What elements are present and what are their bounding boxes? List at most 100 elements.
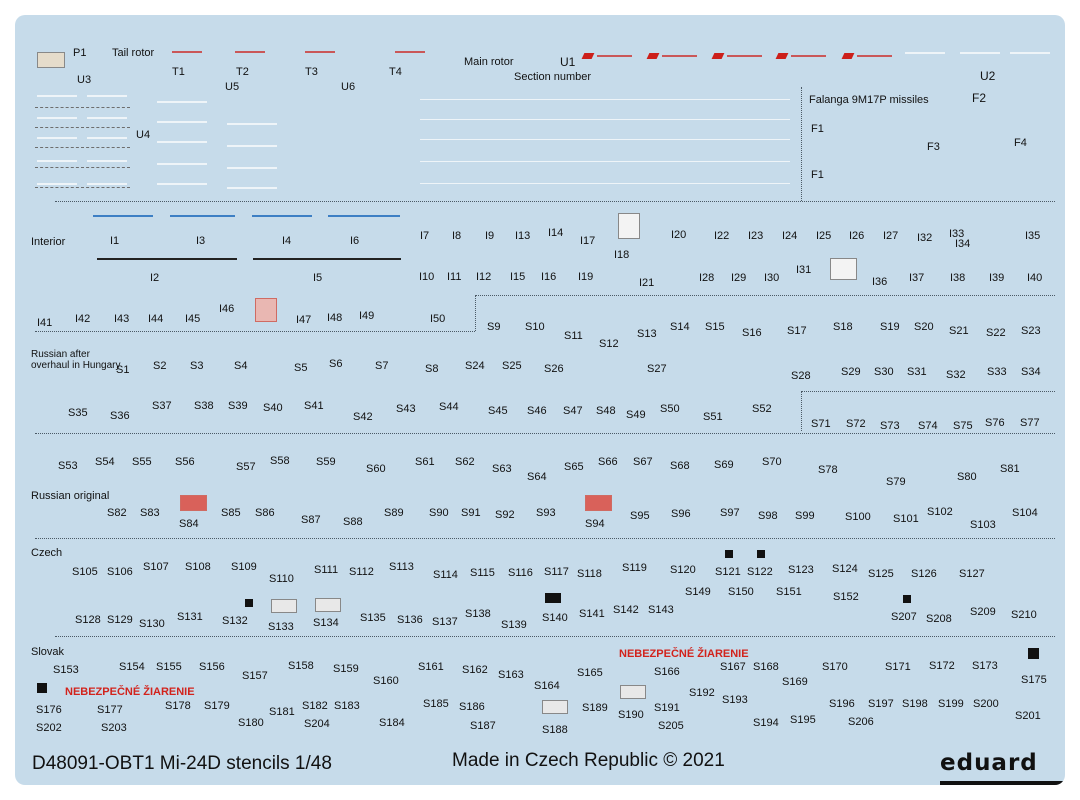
decal-label: S20 (914, 321, 934, 333)
decal-label: I42 (75, 313, 91, 325)
decal-label: S65 (564, 461, 584, 473)
decal-label: S81 (1000, 463, 1020, 475)
decal-label: I3 (196, 235, 206, 247)
decal-label: U3 (77, 74, 92, 86)
decal-label: S2 (153, 360, 167, 372)
decal-label: I15 (510, 271, 526, 283)
decal-label: S101 (893, 513, 919, 525)
stencil-u6a (227, 123, 277, 125)
s133-panel (271, 599, 297, 613)
decal-label: S32 (946, 369, 966, 381)
decal-label: S78 (818, 464, 838, 476)
decal-label: S197 (868, 698, 894, 710)
tail-rotor-header: Tail rotor (112, 47, 155, 59)
i4-line (252, 215, 312, 217)
divider-s52-vert (801, 391, 802, 431)
decal-label: S7 (375, 360, 389, 372)
decal-label: S62 (455, 456, 475, 468)
decal-label: F1 (811, 169, 824, 181)
decal-label: S36 (110, 410, 130, 422)
decal-label: I49 (359, 310, 375, 322)
decal-label: S126 (911, 568, 937, 580)
decal-label: S45 (488, 405, 508, 417)
decal-label: S50 (660, 403, 680, 415)
decal-label: S9 (487, 321, 501, 333)
stencil-u4a (37, 117, 77, 119)
decal-label: S64 (527, 471, 547, 483)
decal-label: I20 (671, 229, 687, 241)
decal-label: S79 (886, 476, 906, 488)
decal-label: S172 (929, 660, 955, 672)
decal-label: S152 (833, 591, 859, 603)
decal-label: I47 (296, 314, 312, 326)
russian-hungary-header-2: overhaul in Hungary (31, 360, 121, 371)
decal-label: I44 (148, 313, 164, 325)
decal-label: S150 (728, 586, 754, 598)
decal-label: S98 (758, 510, 778, 522)
s132-black-square (245, 599, 253, 607)
i36-placard (830, 258, 857, 280)
decal-label: S130 (139, 618, 165, 630)
decal-label: I35 (1025, 230, 1041, 242)
decal-label: S190 (618, 709, 644, 721)
decal-label: S170 (822, 661, 848, 673)
decal-label: I23 (748, 230, 764, 242)
decal-label: S63 (492, 463, 512, 475)
decal-label: S125 (868, 568, 894, 580)
s190-panel (620, 685, 646, 699)
decal-label: S73 (880, 420, 900, 432)
decal-label: S67 (633, 456, 653, 468)
stencil-u5e (157, 183, 207, 185)
decal-label: I27 (883, 230, 899, 242)
decal-label: S33 (987, 366, 1007, 378)
stencil-u6c (227, 167, 277, 169)
decal-label: S21 (949, 325, 969, 337)
divider-interior-bottom (35, 331, 475, 332)
i6-line (328, 215, 400, 217)
decal-label: S41 (304, 400, 324, 412)
decal-label: S194 (753, 717, 779, 729)
stencil-u4h (87, 183, 127, 185)
decal-label: S183 (334, 700, 360, 712)
decal-label: S103 (970, 519, 996, 531)
decal-label: S167 (720, 661, 746, 673)
decal-label: S52 (752, 403, 772, 415)
section-numbers-row-1 (420, 99, 790, 100)
decal-label: S168 (753, 661, 779, 673)
decal-label: S187 (470, 720, 496, 732)
decal-label: S205 (658, 720, 684, 732)
decal-label: S135 (360, 612, 386, 624)
divider-russian-original (35, 433, 1055, 434)
decal-label: I48 (327, 312, 343, 324)
decal-label: S200 (973, 698, 999, 710)
decal-label: S116 (508, 567, 533, 579)
decal-label: I10 (419, 271, 435, 283)
decal-label: S118 (577, 568, 602, 580)
slovak-header: Slovak (31, 646, 65, 658)
decal-label: S178 (165, 700, 191, 712)
decal-label: S83 (140, 507, 160, 519)
decal-label: U6 (341, 81, 356, 93)
russian-original-header: Russian original (31, 490, 110, 502)
i2-line (97, 258, 237, 260)
decal-label: F3 (927, 141, 940, 153)
decal-label: S157 (242, 670, 268, 682)
decal-label: S109 (231, 561, 257, 573)
s140-barcode (545, 593, 561, 603)
decal-label: I21 (639, 277, 655, 289)
decal-label: I13 (515, 230, 531, 242)
decal-label: S134 (313, 617, 339, 629)
decal-label: S139 (501, 619, 527, 631)
section-numbers-row-3 (420, 139, 790, 140)
decal-label: I7 (420, 230, 430, 242)
decal-label: S51 (703, 411, 723, 423)
stencil-u6b (227, 145, 277, 147)
stencil-u5c (157, 141, 207, 143)
decal-label: S143 (648, 604, 674, 616)
decal-label: I39 (989, 272, 1005, 284)
decal-label: S102 (927, 506, 953, 518)
decal-label: S191 (654, 702, 680, 714)
decal-label: S140 (542, 612, 568, 624)
stencil-u4b (87, 117, 127, 119)
u1-mark-1 (581, 53, 595, 59)
